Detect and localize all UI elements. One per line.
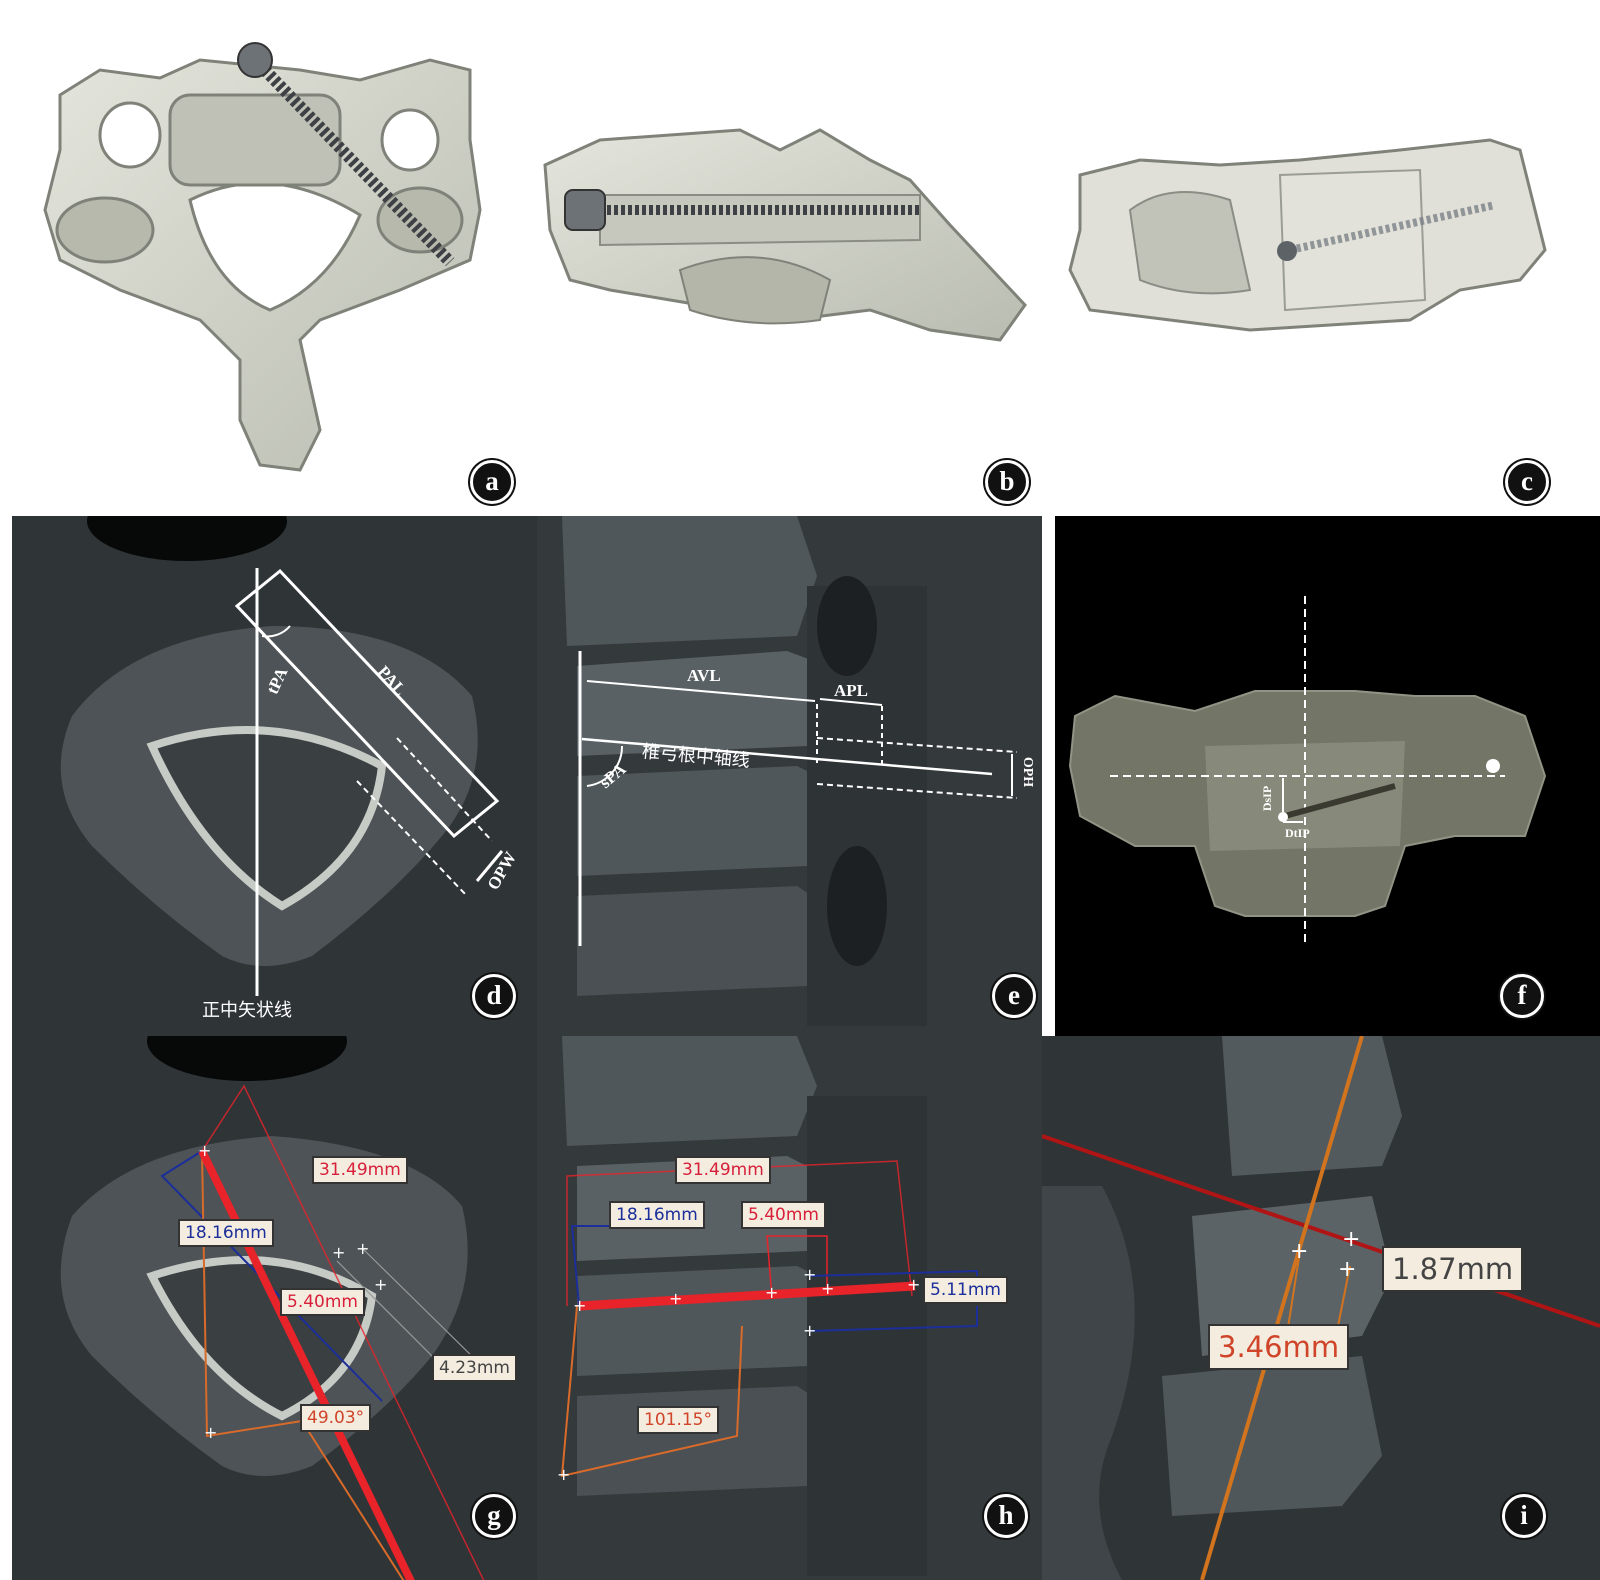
panel-e: AVL APL sPA 椎弓根中轴线 OPH e — [537, 516, 1042, 1036]
svg-text:+: + — [1338, 1257, 1356, 1282]
svg-text:+: + — [803, 1321, 816, 1340]
vertebra-axial-illustration — [43, 42, 482, 472]
g-measure-5-40: 5.40mm — [280, 1288, 365, 1316]
svg-text:+: + — [907, 1275, 920, 1294]
panel-f: DsIP DtIP f — [1055, 516, 1600, 1036]
g-angle-49-03: 49.03° — [300, 1404, 372, 1432]
panel-g-label: g — [472, 1494, 516, 1538]
panel-g: + + + + + 31.49mm 18.16mm 5.40mm 4.23mm … — [12, 1036, 537, 1580]
g-measure-4-23: 4.23mm — [432, 1354, 517, 1382]
svg-text:+: + — [204, 1423, 217, 1442]
i-measure-3-46: 3.46mm — [1208, 1324, 1350, 1370]
panel-e-label: e — [992, 974, 1036, 1018]
panel-i: + + + 1.87mm 3.46mm i — [1042, 1036, 1600, 1580]
g-measure-18-16: 18.16mm — [178, 1219, 274, 1247]
svg-text:+: + — [557, 1465, 570, 1484]
vertebra-lateral-illustration — [543, 128, 1027, 342]
svg-text:+: + — [198, 1141, 211, 1160]
h-angle-101-15: 101.15° — [637, 1406, 719, 1434]
panel-i-label: i — [1502, 1494, 1546, 1538]
svg-text:+: + — [1290, 1239, 1308, 1264]
ct-sagittal-zoom-measurement: + + + — [1042, 1036, 1600, 1580]
ct-sagittal-measurement: + + + + + + + + — [557, 1036, 978, 1576]
g-measure-31-49: 31.49mm — [312, 1156, 408, 1184]
i-measure-1-87: 1.87mm — [1382, 1246, 1524, 1292]
panel-d-label: d — [472, 974, 516, 1018]
dtip-label: DtIP — [1285, 826, 1310, 840]
svg-text:+: + — [374, 1275, 387, 1294]
ct-sagittal-annotated — [562, 516, 1018, 1026]
svg-text:+: + — [332, 1243, 345, 1262]
vertebra-3d-render — [1068, 596, 1547, 946]
panel-a-label: a — [470, 460, 514, 504]
ct-axial-annotated — [60, 516, 504, 996]
h-measure-31-49: 31.49mm — [675, 1156, 771, 1184]
panel-a: a — [0, 0, 530, 510]
panel-c-label: c — [1505, 460, 1549, 504]
apl-label: APL — [834, 681, 868, 700]
h-measure-5-40: 5.40mm — [741, 1201, 826, 1229]
svg-text:+: + — [669, 1289, 682, 1308]
midline-label: 正中矢状线 — [202, 1000, 292, 1021]
svg-text:+: + — [573, 1296, 586, 1315]
svg-text:+: + — [356, 1239, 369, 1258]
ct-axial-measurement: + + + + + — [60, 1036, 485, 1580]
panel-h-label: h — [984, 1494, 1028, 1538]
dsip-label: DsIP — [1260, 785, 1275, 812]
vertebra-posterior-illustration — [1068, 138, 1547, 332]
panel-b-label: b — [985, 460, 1029, 504]
panel-b: b — [530, 0, 1050, 510]
panel-f-label: f — [1500, 974, 1544, 1018]
panel-d: tPA PAL OPW 正中矢状线 d — [12, 516, 537, 1036]
avl-label: AVL — [687, 666, 721, 685]
panel-h: + + + + + + + + 31.49mm 18.16mm 5.40mm 5… — [537, 1036, 1042, 1580]
h-measure-5-11: 5.11mm — [923, 1276, 1008, 1304]
svg-text:+: + — [1342, 1227, 1360, 1252]
svg-text:+: + — [821, 1279, 834, 1298]
oph-label: OPH — [1020, 756, 1036, 788]
panel-c: c — [1050, 0, 1600, 510]
svg-text:+: + — [765, 1283, 778, 1302]
h-measure-18-16: 18.16mm — [609, 1201, 705, 1229]
svg-text:+: + — [803, 1265, 816, 1284]
